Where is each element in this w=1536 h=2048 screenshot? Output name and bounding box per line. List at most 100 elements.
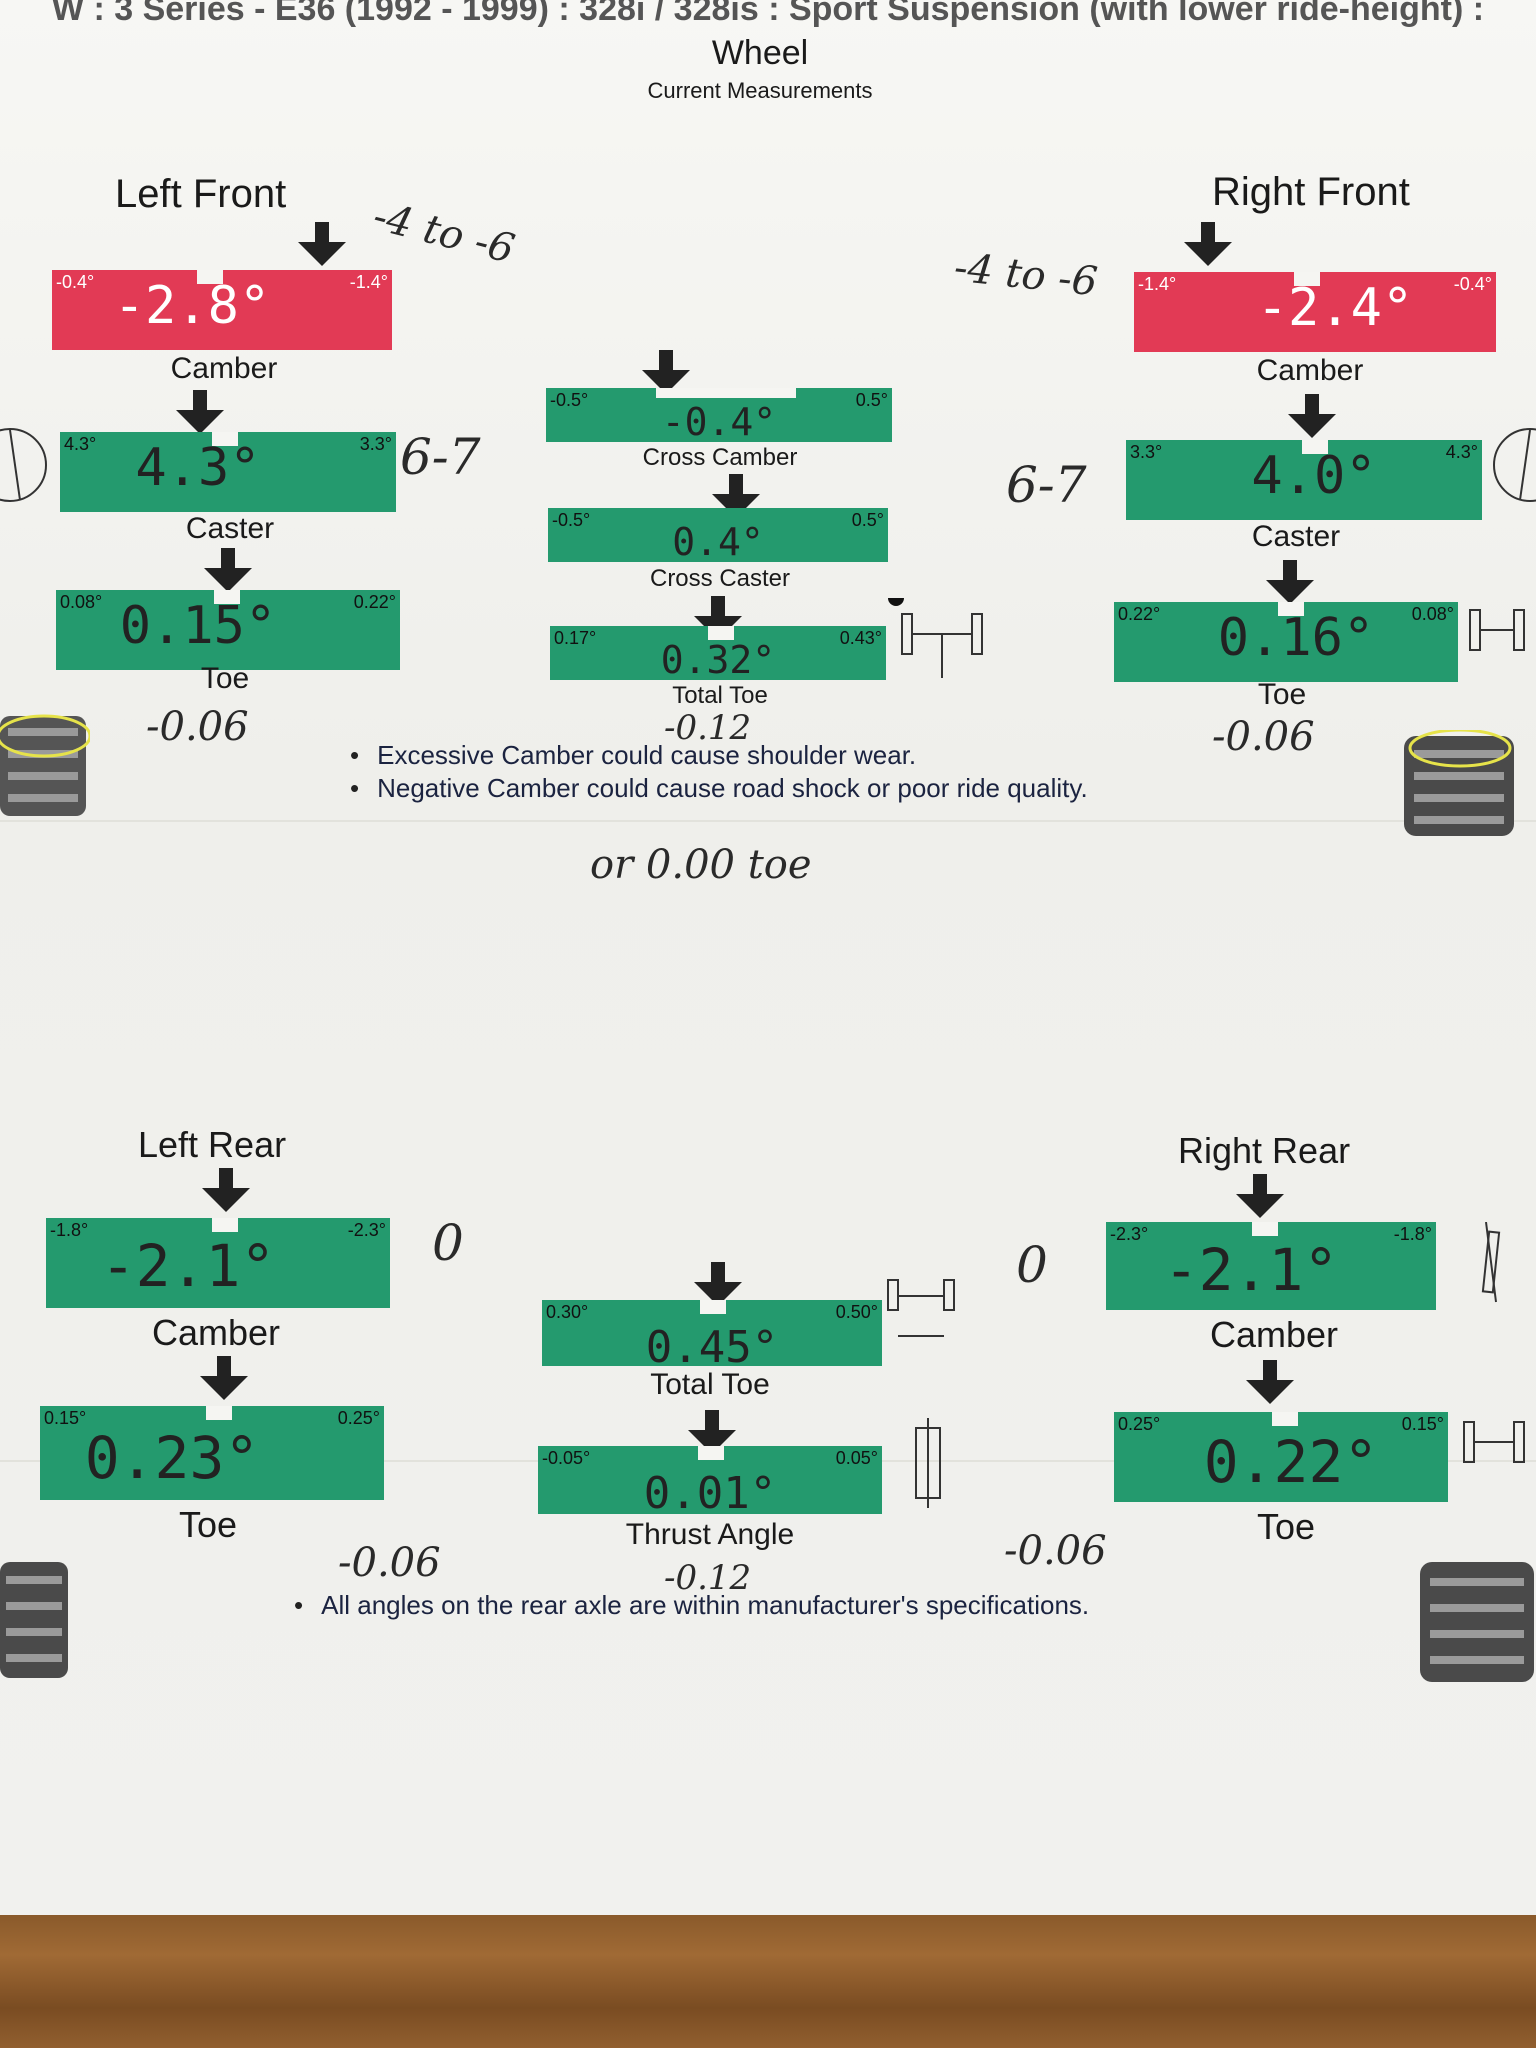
gauge-max: 0.5° bbox=[855, 390, 888, 410]
gauge-max: 4.3° bbox=[1445, 442, 1478, 462]
cross-camber-gauge: -0.5° 0.5° -0.4° bbox=[546, 388, 892, 444]
gauge-min: 0.30° bbox=[546, 1302, 589, 1322]
handwritten-note: -0.06 bbox=[146, 704, 249, 750]
left-front-caster-label: Caster bbox=[185, 512, 275, 545]
gauge-min: -1.4° bbox=[1138, 274, 1177, 294]
front-note: Negative Camber could cause road shock o… bbox=[350, 773, 1088, 804]
paper-fold-line bbox=[0, 820, 1536, 822]
front-total-toe-value: 0.32° bbox=[660, 638, 776, 682]
camber-diagram-icon bbox=[1481, 1222, 1501, 1303]
right-front-toe-gauge: 0.22° 0.08° 0.16° bbox=[1114, 602, 1458, 682]
gauge-max: 0.25° bbox=[337, 1408, 380, 1428]
left-front-camber-label: Camber bbox=[170, 352, 278, 385]
tire-tread-icon bbox=[0, 1562, 68, 1678]
rear-total-toe-value: 0.45° bbox=[645, 1322, 779, 1373]
right-rear-camber-value: -2.1° bbox=[1163, 1236, 1339, 1304]
left-front-toe-label: Toe bbox=[200, 662, 250, 695]
cross-camber-label: Cross Camber bbox=[642, 444, 798, 471]
gauge-min: 0.08° bbox=[60, 592, 103, 612]
left-rear-toe-label: Toe bbox=[178, 1504, 238, 1545]
gauge-min: 0.17° bbox=[554, 628, 597, 648]
cross-caster-value: 0.4° bbox=[672, 520, 764, 564]
right-front-caster-gauge: 3.3° 4.3° 4.0° bbox=[1126, 440, 1482, 520]
handwritten-note: -0.12 bbox=[664, 1558, 752, 1598]
toe-diagram-icon bbox=[1463, 1421, 1525, 1463]
handwritten-note: -0.06 bbox=[1212, 714, 1315, 760]
cross-camber-value: -0.4° bbox=[661, 400, 777, 444]
thrust-diagram-icon bbox=[915, 1418, 941, 1508]
gauge-max: -0.4° bbox=[1453, 274, 1492, 294]
left-rear-title: Left Rear bbox=[138, 1124, 287, 1165]
report-subtitle: Current Measurements bbox=[647, 78, 873, 103]
left-rear-camber-value: -2.1° bbox=[100, 1232, 276, 1300]
handwritten-note: -0.06 bbox=[338, 1540, 441, 1586]
vehicle-header: W : 3 Series - E36 (1992 - 1999) : 328i … bbox=[51, 0, 1485, 28]
right-rear-camber-gauge: -2.3° -1.8° -2.1° bbox=[1106, 1222, 1436, 1310]
gauge-min: -0.5° bbox=[550, 390, 589, 410]
right-rear-title: Right Rear bbox=[1178, 1130, 1351, 1171]
right-rear-toe-value: 0.22° bbox=[1203, 1428, 1379, 1496]
gauge-min: 0.25° bbox=[1118, 1414, 1161, 1434]
gauge-min: -0.4° bbox=[56, 272, 95, 292]
left-front-toe-gauge: 0.08° 0.22° 0.15° bbox=[56, 590, 400, 670]
left-rear-camber-gauge: -1.8° -2.3° -2.1° bbox=[46, 1218, 390, 1308]
handwritten-note: 6-7 bbox=[1006, 456, 1087, 514]
thrust-angle-value: 0.01° bbox=[643, 1468, 777, 1519]
right-front-camber-label: Camber bbox=[1256, 354, 1364, 387]
handwritten-note: 0 bbox=[432, 1214, 464, 1272]
gauge-min: -2.3° bbox=[1110, 1224, 1149, 1244]
handwritten-note: -0.12 bbox=[664, 708, 752, 748]
gauge-min: -0.5° bbox=[552, 510, 591, 530]
gauge-max: -1.4° bbox=[349, 272, 388, 292]
gauge-min: -0.05° bbox=[542, 1448, 591, 1468]
toe-diagram-icon bbox=[1469, 609, 1525, 651]
left-rear-toe-value: 0.23° bbox=[84, 1424, 260, 1492]
right-front-toe-value: 0.16° bbox=[1217, 608, 1375, 668]
left-front-toe-value: 0.15° bbox=[119, 596, 277, 656]
thrust-angle-gauge: -0.05° 0.05° 0.01° bbox=[538, 1446, 882, 1519]
left-front-caster-gauge: 4.3° 3.3° 4.3° bbox=[60, 432, 396, 512]
gauge-max: -1.8° bbox=[1393, 1224, 1432, 1244]
gauge-max: 0.22° bbox=[353, 592, 396, 612]
gauge-max: 0.43° bbox=[839, 628, 882, 648]
right-front-camber-value: -2.4° bbox=[1256, 278, 1414, 338]
right-front-title: Right Front bbox=[1212, 170, 1410, 214]
cross-caster-label: Cross Caster bbox=[649, 565, 791, 592]
caster-diagram-icon bbox=[0, 428, 47, 502]
left-front-camber-value: -2.8° bbox=[113, 276, 271, 336]
handwritten-note: -0.06 bbox=[1004, 1528, 1107, 1574]
right-front-toe-label: Toe bbox=[1257, 678, 1307, 711]
gauge-max: -2.3° bbox=[347, 1220, 386, 1240]
rear-note: All angles on the rear axle are within m… bbox=[294, 1590, 1089, 1621]
handwritten-note: 6-7 bbox=[400, 428, 481, 486]
front-axle-diagram-icon bbox=[888, 598, 983, 678]
left-front-caster-value: 4.3° bbox=[135, 438, 261, 498]
caster-diagram-icon bbox=[1493, 428, 1536, 502]
tire-tread-icon bbox=[1404, 730, 1514, 836]
thrust-angle-label: Thrust Angle bbox=[625, 1518, 795, 1551]
gauge-min: 4.3° bbox=[64, 434, 97, 454]
gauge-max: 0.50° bbox=[835, 1302, 878, 1322]
gauge-max: 0.5° bbox=[851, 510, 884, 530]
handwritten-note: or 0.00 toe bbox=[590, 842, 812, 888]
gauge-max: 0.15° bbox=[1401, 1414, 1444, 1434]
right-rear-toe-gauge: 0.25° 0.15° 0.22° bbox=[1114, 1412, 1448, 1502]
left-front-title: Left Front bbox=[115, 172, 287, 216]
handwritten-note: 0 bbox=[1016, 1236, 1048, 1294]
left-front-camber-gauge: -0.4° -1.4° -2.8° bbox=[52, 270, 392, 350]
left-rear-toe-gauge: 0.15° 0.25° 0.23° bbox=[40, 1406, 384, 1500]
front-note: Excessive Camber could cause shoulder we… bbox=[350, 740, 916, 771]
right-front-caster-label: Caster bbox=[1251, 520, 1341, 553]
right-rear-camber-label: Camber bbox=[1209, 1314, 1339, 1355]
rear-total-toe-label: Total Toe bbox=[650, 1368, 770, 1401]
gauge-min: 3.3° bbox=[1130, 442, 1163, 462]
gauge-max: 0.08° bbox=[1411, 604, 1454, 624]
rear-axle-diagram-icon bbox=[887, 1279, 955, 1337]
tire-tread-icon bbox=[0, 714, 90, 816]
wooden-table bbox=[0, 1915, 1536, 2048]
gauge-max: 0.05° bbox=[835, 1448, 878, 1468]
gauge-min: 0.22° bbox=[1118, 604, 1161, 624]
report-title: Wheel bbox=[711, 34, 809, 72]
cross-caster-gauge: -0.5° 0.5° 0.4° bbox=[548, 508, 888, 564]
gauge-max: 3.3° bbox=[359, 434, 392, 454]
